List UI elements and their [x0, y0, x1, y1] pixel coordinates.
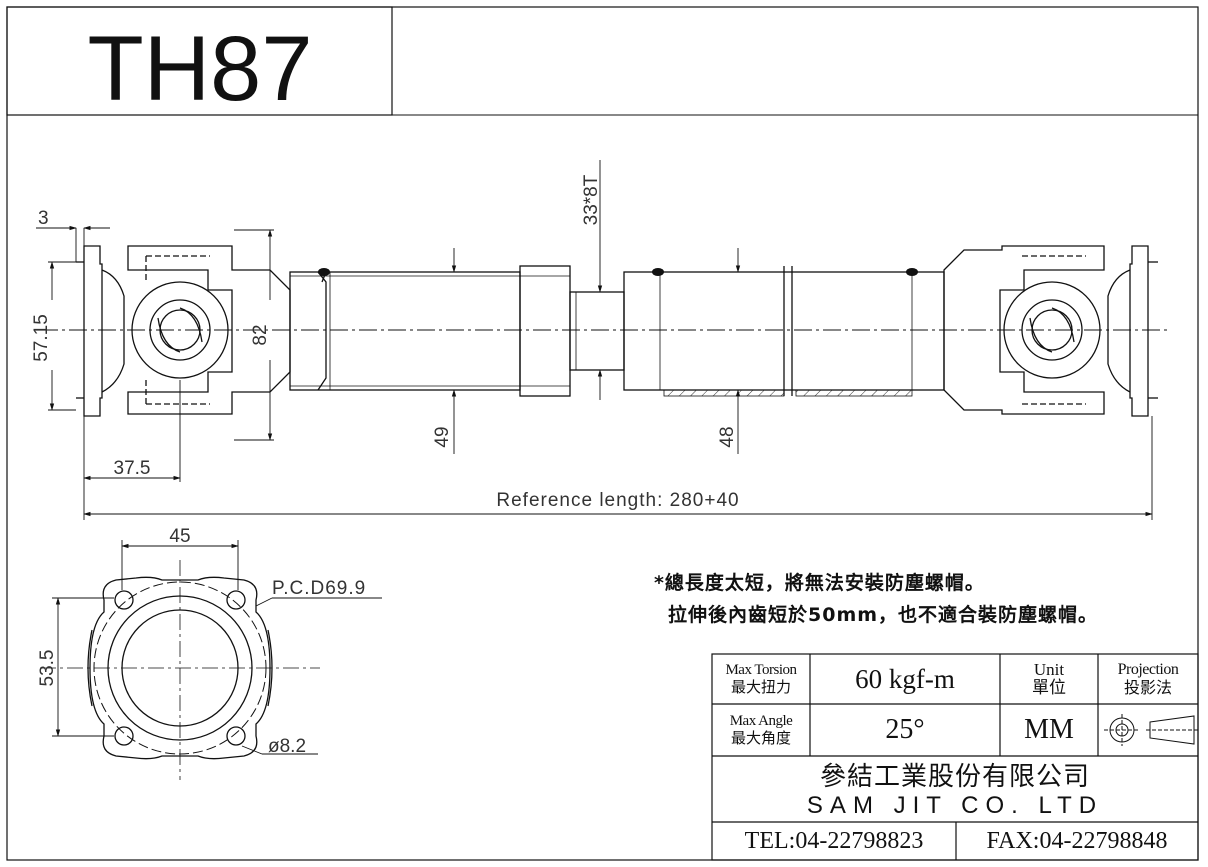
company-fax: FAX:04-22798848 — [986, 827, 1168, 854]
max-torsion-value: 60 kgf-m — [855, 663, 955, 694]
left-flange — [83, 245, 103, 417]
company-tel: TEL:04-22798823 — [744, 827, 924, 854]
max-angle-label-zh: 最大角度 — [730, 729, 791, 747]
flange-bore-outer — [107, 595, 253, 741]
dim-tube-left: 49 — [432, 426, 453, 447]
left-tube — [289, 271, 521, 391]
grease-fittings — [318, 268, 918, 276]
left-cross-outer — [131, 281, 229, 379]
dim-pcd: P.C.D69.9 — [272, 578, 366, 599]
part-number-title: TH87 — [88, 18, 313, 120]
flange-outline — [89, 576, 271, 760]
unit-label: Unit 單位 — [1000, 654, 1098, 704]
unit-label-en: Unit — [1033, 660, 1065, 679]
note-line-2: 拉伸後內齒短於50mm，也不適合裝防塵螺帽。 — [668, 604, 1099, 626]
max-torsion-label-en: Max Torsion — [725, 662, 797, 678]
unit-value: MM — [1024, 714, 1074, 745]
sheet-border — [6, 6, 1199, 861]
max-angle-label: Max Angle 最大角度 — [712, 704, 810, 756]
dim-flange-height: 57.15 — [31, 314, 52, 362]
flange-end-view — [40, 560, 320, 780]
slip-sleeve — [519, 265, 571, 397]
flange-dimensions — [52, 540, 382, 755]
flange-dimension-labels: 45 53.5 P.C.D69.9 ø8.2 — [37, 526, 366, 757]
right-yoke — [943, 245, 1105, 415]
max-torsion-label: Max Torsion 最大扭力 — [712, 654, 810, 704]
title-box — [6, 6, 393, 116]
dim-tube-right: 48 — [717, 426, 738, 447]
side-dimensions — [36, 160, 1153, 520]
note-line-1: *總長度太短，將無法安裝防塵螺帽。 — [654, 572, 985, 594]
unit-label-zh: 單位 — [1032, 678, 1066, 698]
max-angle-value: 25° — [885, 714, 925, 745]
projection-label: Projection 投影法 — [1098, 654, 1198, 704]
max-torsion-label-zh: 最大扭力 — [730, 678, 791, 696]
dim-reference-length: Reference length: 280+40 — [496, 490, 739, 511]
spline-stub — [569, 291, 625, 371]
projection-symbol-icon — [1104, 714, 1198, 746]
dim-yoke-width: 82 — [250, 324, 271, 345]
dim-flange-offset: 37.5 — [114, 458, 151, 479]
shaft-side-view — [40, 245, 1168, 417]
side-dimension-labels: 3 57.15 82 33*8T 49 48 37.5 Reference le… — [31, 174, 739, 511]
right-flange — [1129, 245, 1149, 417]
dim-bolt-spacing-v: 53.5 — [37, 650, 58, 687]
right-cross-outer — [1003, 281, 1101, 379]
flange-bore-inner — [121, 609, 239, 727]
dim-bolt-spacing-h: 45 — [169, 526, 190, 547]
dim-flange-thickness: 3 — [38, 208, 49, 229]
max-angle-label-en: Max Angle — [729, 713, 793, 729]
projection-label-zh: 投影法 — [1123, 678, 1172, 697]
dim-hole-diameter: ø8.2 — [268, 736, 306, 757]
dim-tooth-spec: 33*8T — [581, 174, 602, 225]
title-block-grid — [711, 653, 1199, 861]
company-name-en: SAM JIT CO. LTD — [806, 792, 1104, 819]
projection-label-en: Projection — [1117, 661, 1179, 678]
company-name-zh: 參結工業股份有限公司 — [819, 761, 1090, 792]
